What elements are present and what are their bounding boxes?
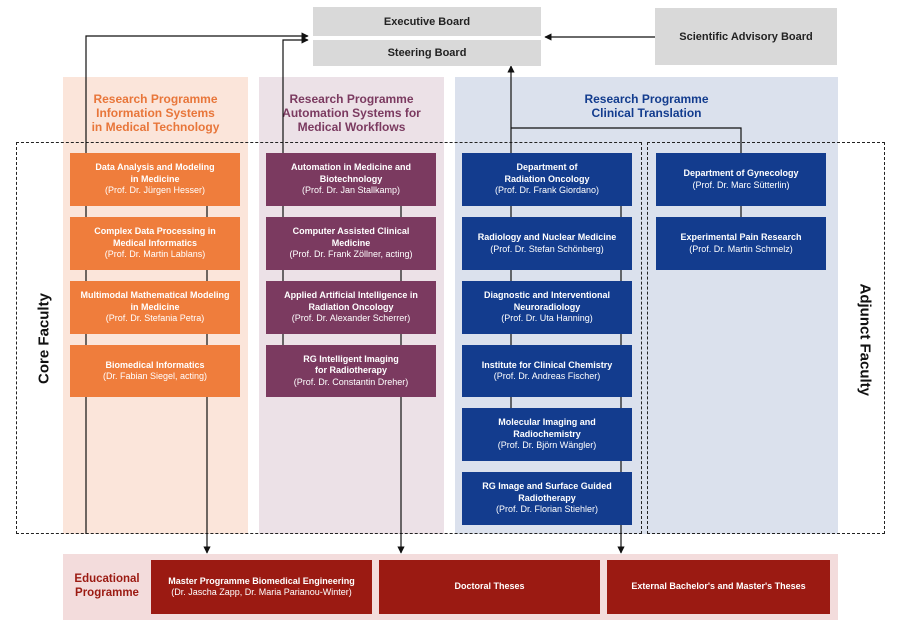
unit-automation-medicine: Automation in Medicine and Biotechnology… (266, 153, 436, 206)
scientific-advisory-board: Scientific Advisory Board (655, 8, 837, 65)
executive-board: Executive Board (313, 7, 541, 36)
unit-radiation-oncology: Department of Radiation Oncology(Prof. D… (462, 153, 632, 206)
education-doctoral-theses: Doctoral Theses (379, 560, 600, 614)
core-faculty-border (16, 142, 642, 534)
unit-department-gynecology: Department of Gynecology(Prof. Dr. Marc … (656, 153, 826, 206)
unit-complex-data-processing: Complex Data Processing in Medical Infor… (70, 217, 240, 270)
column-title-automation-systems: Research Programme Automation Systems fo… (282, 92, 421, 134)
unit-diagnostic-interventional-neuroradiology: Diagnostic and Interventional Neuroradio… (462, 281, 632, 334)
unit-biomedical-informatics: Biomedical Informatics(Dr. Fabian Siegel… (70, 345, 240, 397)
unit-computer-assisted-clinical-medicine: Computer Assisted Clinical Medicine(Prof… (266, 217, 436, 270)
unit-molecular-imaging-radiochemistry: Molecular Imaging and Radiochemistry(Pro… (462, 408, 632, 461)
education-label: Educational Programme (74, 573, 140, 599)
column-title-information-systems: Research Programme Information Systems i… (91, 92, 220, 134)
unit-rg-intelligent-imaging: RG Intelligent Imaging for Radiotherapy(… (266, 345, 436, 397)
unit-applied-ai-radiation-oncology: Applied Artificial Intelligence in Radia… (266, 281, 436, 334)
unit-radiology-nuclear-medicine: Radiology and Nuclear Medicine(Prof. Dr.… (462, 217, 632, 270)
unit-experimental-pain-research: Experimental Pain Research(Prof. Dr. Mar… (656, 217, 826, 270)
adjunct-faculty-border (647, 142, 885, 534)
unit-multimodal-mathematical-modeling: Multimodal Mathematical Modeling in Medi… (70, 281, 240, 334)
education-external-theses: External Bachelor's and Master's Theses (607, 560, 830, 614)
column-title-clinical-translation: Research Programme Clinical Translation (584, 92, 709, 120)
unit-rg-image-surface-guided-radiotherapy: RG Image and Surface Guided Radiotherapy… (462, 472, 632, 525)
steering-board: Steering Board (313, 40, 541, 66)
unit-clinical-chemistry: Institute for Clinical Chemistry(Prof. D… (462, 345, 632, 397)
unit-data-analysis-modeling: Data Analysis and Modeling in Medicine(P… (70, 153, 240, 206)
education-master-programme: Master Programme Biomedical Engineering(… (151, 560, 372, 614)
